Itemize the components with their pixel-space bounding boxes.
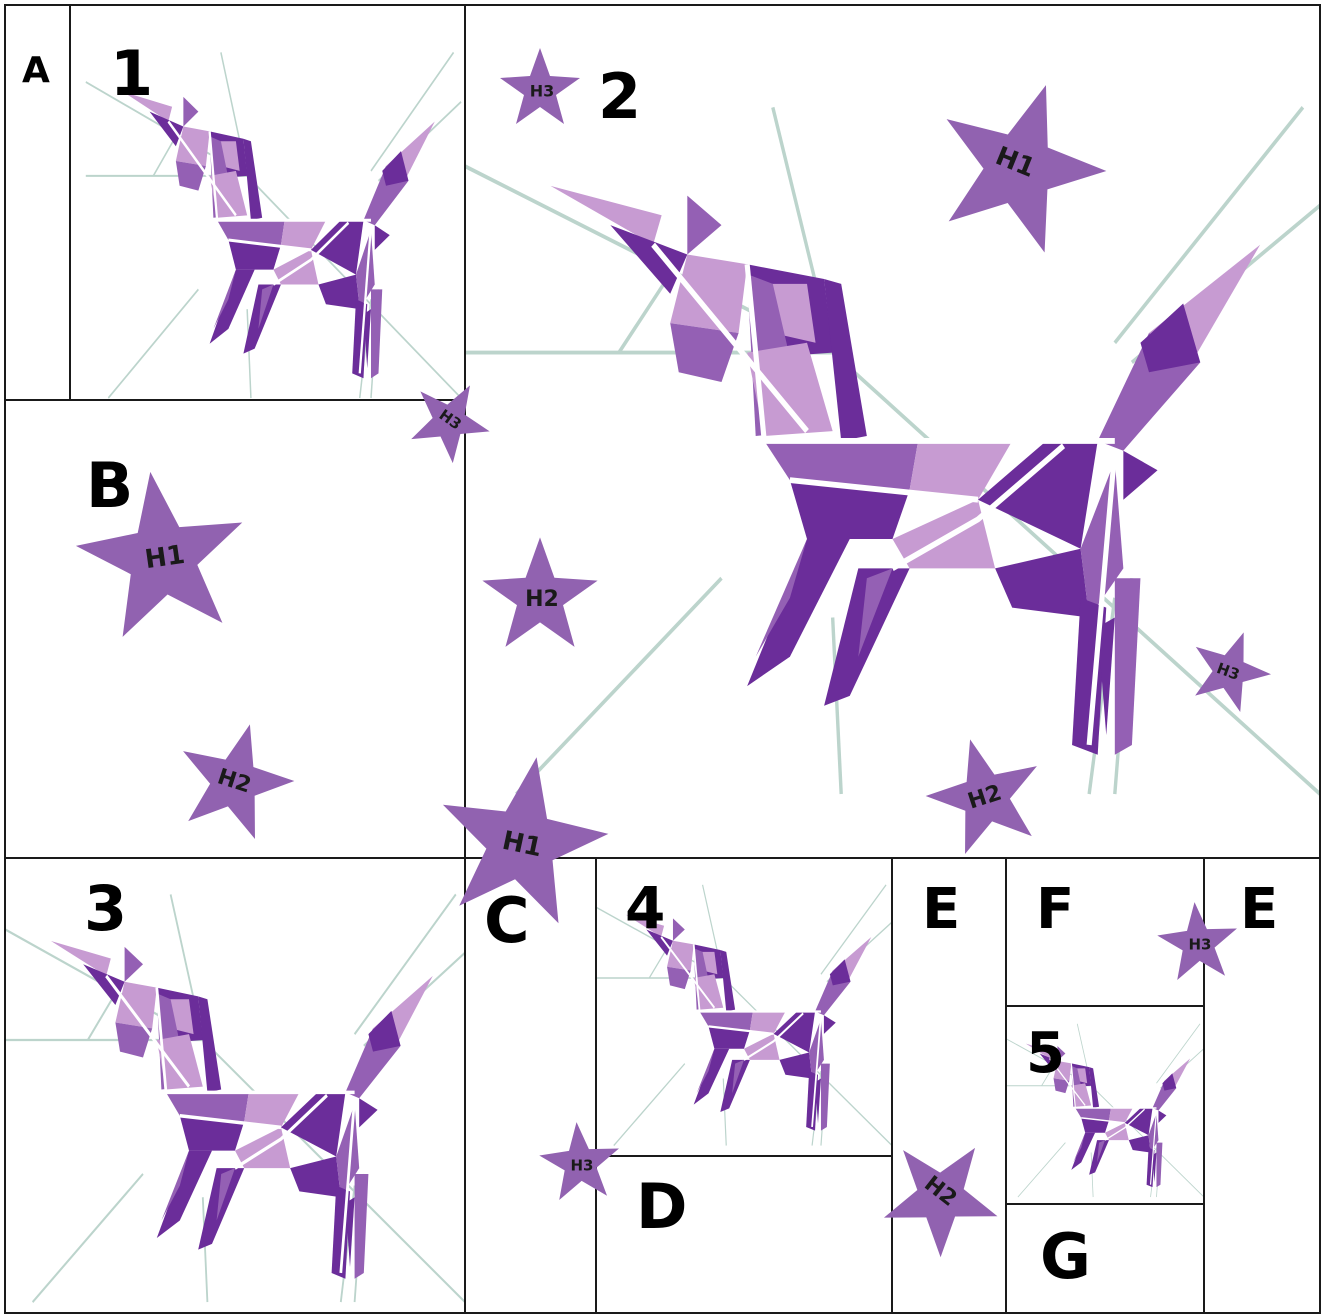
block-number-2: 2 [598,60,641,133]
block-number-3: 3 [84,872,127,945]
star-label: H1 [143,540,187,575]
section-label-d: D [636,1170,687,1243]
block-number-5: 5 [1026,1021,1065,1086]
section-label-f: F [1036,877,1074,942]
section-label-e-left: E [922,877,960,942]
section-label-e-right: E [1240,877,1278,942]
section-label-b: B [86,449,133,522]
section-label-g: G [1040,1220,1091,1293]
section-label-a: A [22,50,50,91]
star-label: H3 [530,82,555,101]
section-label-c: C [484,884,530,957]
block-number-4: 4 [625,874,665,942]
block-2 [465,107,1320,794]
block-3 [5,894,465,1302]
star-label: H2 [525,587,559,612]
block-number-1: 1 [110,37,153,110]
star-label: H3 [571,1157,594,1175]
star-label: H3 [1189,936,1212,954]
